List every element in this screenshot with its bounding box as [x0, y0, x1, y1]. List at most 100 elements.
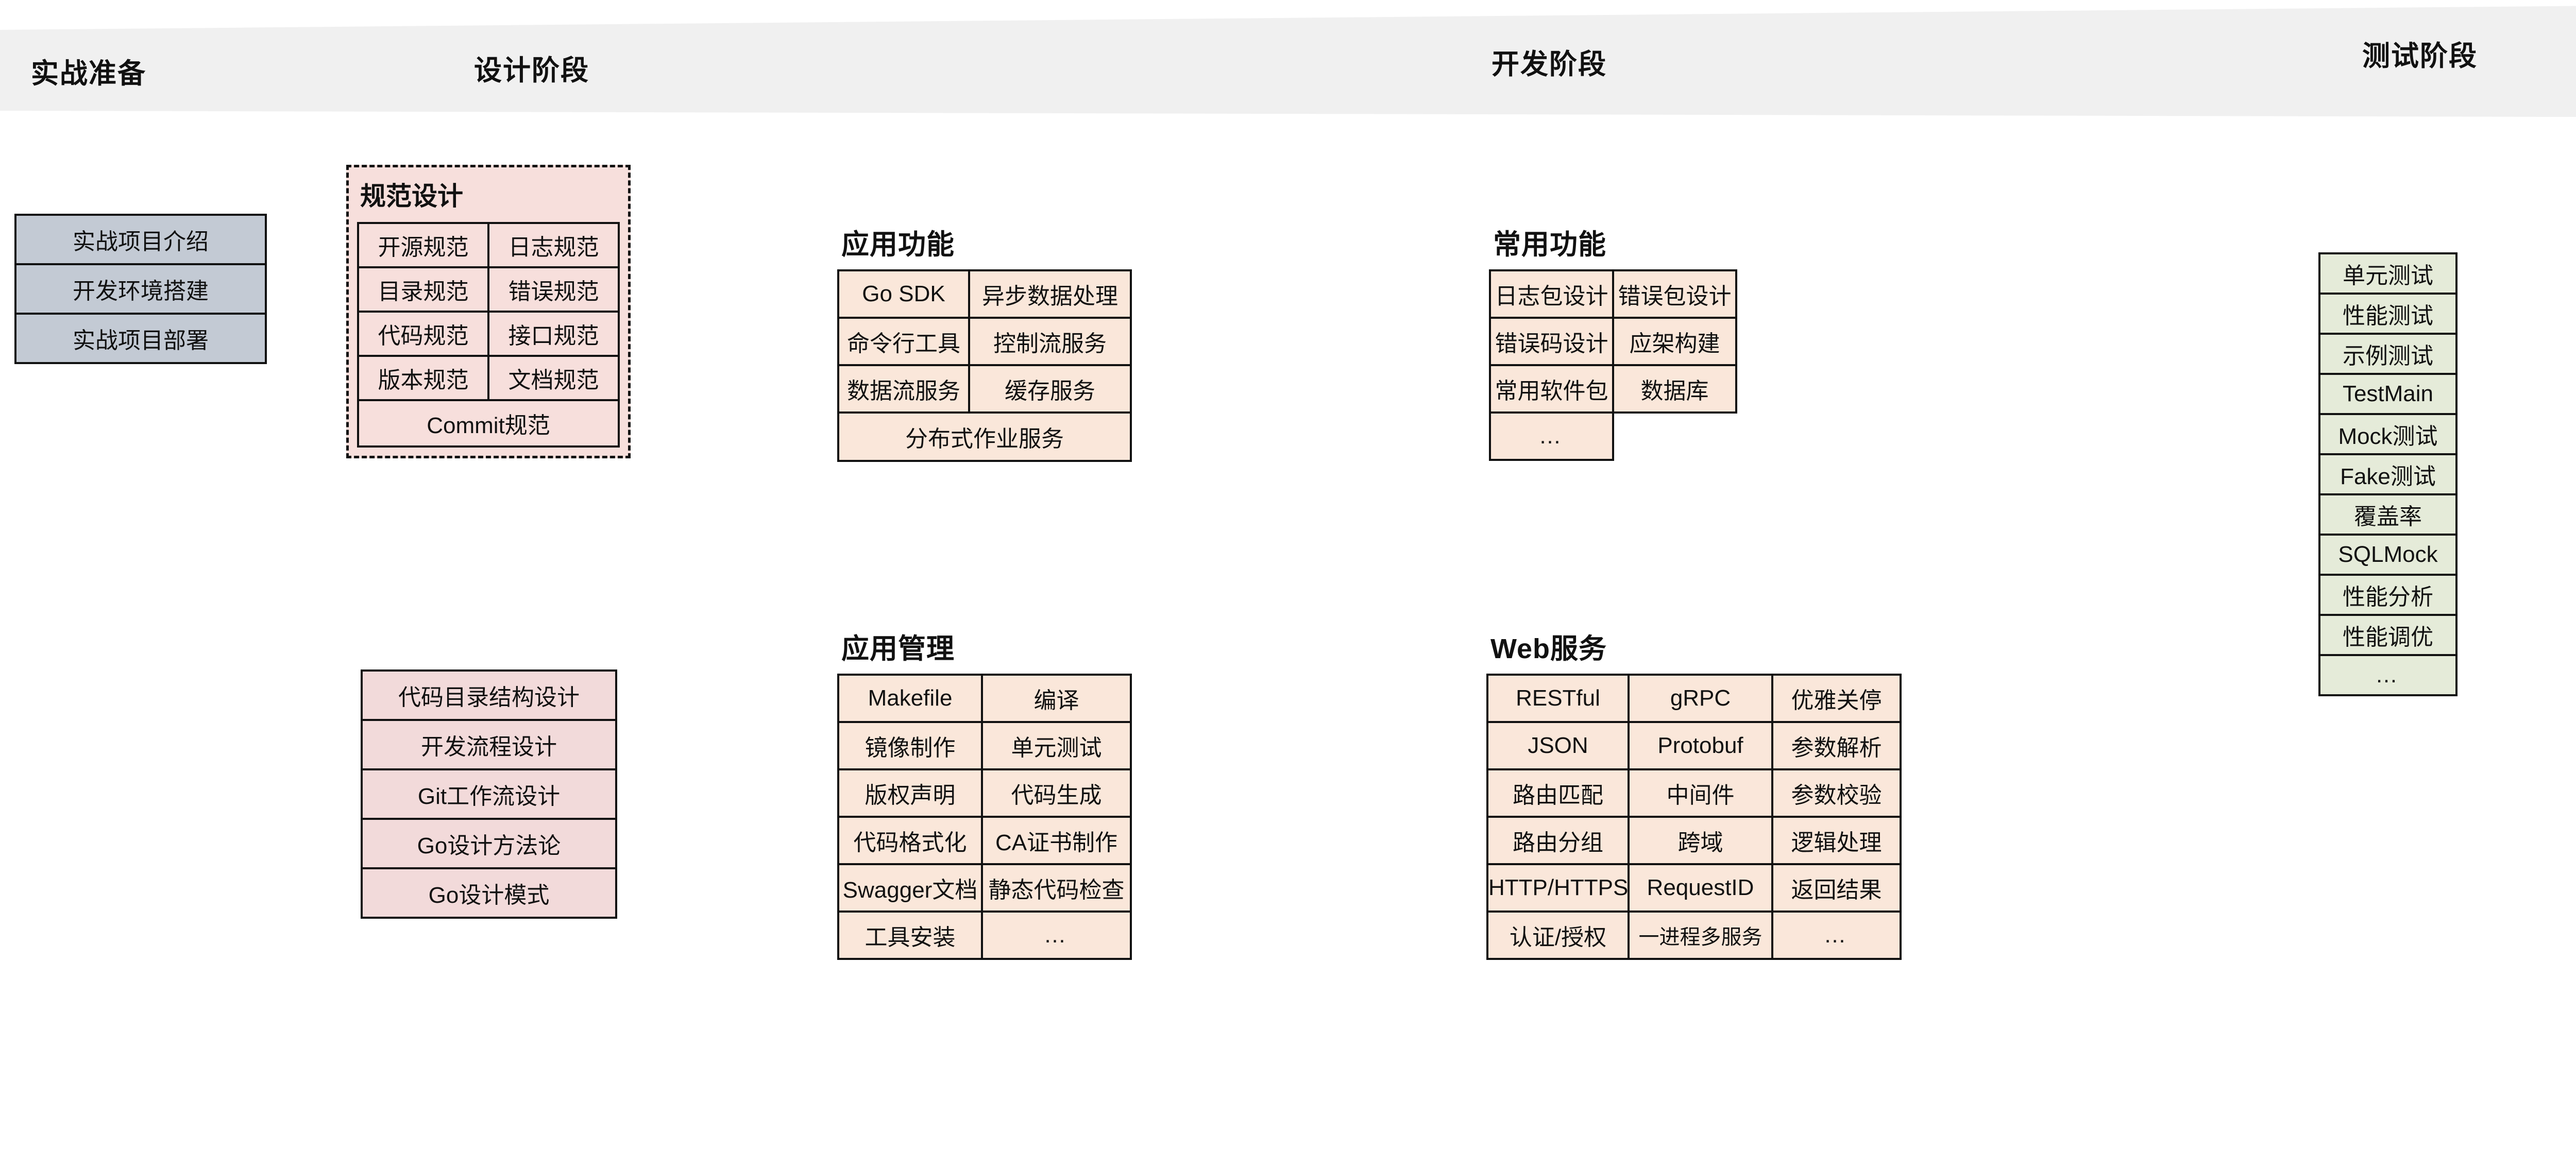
web-service-cell[interactable]: HTTP/HTTPS	[1486, 863, 1630, 913]
table-row[interactable]: 性能调优	[2318, 614, 2458, 656]
table-row[interactable]: 版权声明 代码生成	[837, 768, 1132, 818]
app-function-cell[interactable]: 数据流服务	[837, 364, 970, 414]
app-function-cell[interactable]: 控制流服务	[968, 317, 1132, 366]
web-service-cell[interactable]: 逻辑处理	[1771, 816, 1902, 865]
prep-item-0[interactable]: 实战项目介绍	[14, 214, 267, 265]
spec-cell-commit[interactable]: Commit规范	[357, 399, 620, 448]
web-service-cell[interactable]: 参数校验	[1771, 768, 1902, 818]
table-row[interactable]: Fake测试	[2318, 453, 2458, 495]
design-extra-item[interactable]: Git工作流设计	[361, 768, 617, 820]
test-phase-item[interactable]: TestMain	[2318, 373, 2458, 415]
table-row[interactable]: 路由分组 跨域 逻辑处理	[1486, 816, 1902, 865]
table-row[interactable]: SQLMock	[2318, 534, 2458, 576]
app-function-cell[interactable]: 命令行工具	[837, 317, 970, 366]
test-phase-item[interactable]: Fake测试	[2318, 453, 2458, 495]
common-function-cell[interactable]: 应架构建	[1612, 317, 1737, 366]
web-service-cell[interactable]: 路由匹配	[1486, 768, 1630, 818]
table-row[interactable]: 命令行工具 控制流服务	[837, 317, 1132, 366]
table-row[interactable]: 数据流服务 缓存服务	[837, 364, 1132, 414]
table-row[interactable]: 实战项目介绍	[14, 214, 267, 265]
common-function-cell[interactable]: 错误码设计	[1489, 317, 1614, 366]
test-phase-item[interactable]: 性能调优	[2318, 614, 2458, 656]
test-phase-item-ellipsis[interactable]: …	[2318, 654, 2458, 696]
table-row[interactable]: …	[1489, 411, 1736, 461]
app-manage-cell[interactable]: CA证书制作	[981, 816, 1132, 865]
table-row[interactable]: RESTful gRPC 优雅关停	[1486, 674, 1902, 723]
table-row[interactable]: JSON Protobuf 参数解析	[1486, 721, 1902, 770]
web-service-cell[interactable]: RESTful	[1486, 674, 1630, 723]
table-row[interactable]: 单元测试	[2318, 252, 2458, 295]
test-phase-item[interactable]: 性能分析	[2318, 574, 2458, 616]
design-extra-item[interactable]: 开发流程设计	[361, 719, 617, 770]
design-extra-item[interactable]: Go设计模式	[361, 867, 617, 919]
table-row[interactable]: 目录规范 错误规范	[357, 266, 620, 313]
web-service-cell[interactable]: 认证/授权	[1486, 911, 1630, 960]
web-service-cell[interactable]: 中间件	[1628, 768, 1773, 818]
app-manage-cell[interactable]: 代码生成	[981, 768, 1132, 818]
web-service-cell[interactable]: 跨域	[1628, 816, 1773, 865]
design-extra-item[interactable]: Go设计方法论	[361, 818, 617, 869]
table-row[interactable]: 覆盖率	[2318, 493, 2458, 536]
app-manage-cell[interactable]: 静态代码检查	[981, 863, 1132, 913]
table-row[interactable]: …	[2318, 654, 2458, 696]
app-manage-cell[interactable]: 代码格式化	[837, 816, 983, 865]
web-service-cell[interactable]: 一进程多服务	[1628, 911, 1773, 960]
app-function-cell[interactable]: Go SDK	[837, 269, 970, 319]
spec-cell[interactable]: 代码规范	[357, 311, 489, 357]
table-row[interactable]: 实战项目部署	[14, 313, 267, 364]
table-row[interactable]: Go SDK 异步数据处理	[837, 269, 1132, 319]
app-manage-cell[interactable]: 单元测试	[981, 721, 1132, 770]
table-row[interactable]: HTTP/HTTPS RequestID 返回结果	[1486, 863, 1902, 913]
spec-cell[interactable]: 接口规范	[487, 311, 620, 357]
table-row[interactable]: 分布式作业服务	[837, 411, 1132, 462]
web-service-cell[interactable]: 参数解析	[1771, 721, 1902, 770]
test-phase-item[interactable]: 性能测试	[2318, 293, 2458, 335]
common-function-cell[interactable]: 错误包设计	[1612, 269, 1737, 319]
app-manage-cell[interactable]: 版权声明	[837, 768, 983, 818]
app-manage-cell[interactable]: 镜像制作	[837, 721, 983, 770]
spec-cell[interactable]: 开源规范	[357, 222, 489, 268]
spec-cell[interactable]: 日志规范	[487, 222, 620, 268]
table-row[interactable]: Git工作流设计	[361, 768, 617, 820]
spec-cell[interactable]: 文档规范	[487, 355, 620, 401]
app-manage-cell[interactable]: Swagger文档	[837, 863, 983, 913]
table-row[interactable]: TestMain	[2318, 373, 2458, 415]
app-function-cell-full[interactable]: 分布式作业服务	[837, 411, 1132, 462]
test-phase-item[interactable]: 示例测试	[2318, 333, 2458, 375]
table-row[interactable]: 性能测试	[2318, 293, 2458, 335]
test-phase-item[interactable]: SQLMock	[2318, 534, 2458, 576]
prep-item-1[interactable]: 开发环境搭建	[14, 263, 267, 315]
web-service-cell[interactable]: gRPC	[1628, 674, 1773, 723]
table-row[interactable]: 版本规范 文档规范	[357, 355, 620, 401]
table-row[interactable]: Makefile 编译	[837, 674, 1132, 723]
table-row[interactable]: Mock测试	[2318, 413, 2458, 455]
table-row[interactable]: 性能分析	[2318, 574, 2458, 616]
table-row[interactable]: 错误码设计 应架构建	[1489, 317, 1737, 366]
table-row[interactable]: 日志包设计 错误包设计	[1489, 269, 1737, 319]
table-row[interactable]: 常用软件包 数据库	[1489, 364, 1737, 414]
web-service-cell[interactable]: JSON	[1486, 721, 1630, 770]
app-manage-cell[interactable]: Makefile	[837, 674, 983, 723]
common-function-cell[interactable]: 日志包设计	[1489, 269, 1614, 319]
web-service-cell-ellipsis[interactable]: …	[1771, 911, 1902, 960]
web-service-cell[interactable]: Protobuf	[1628, 721, 1773, 770]
app-function-cell[interactable]: 缓存服务	[968, 364, 1132, 414]
common-function-cell[interactable]: 常用软件包	[1489, 364, 1614, 414]
table-row[interactable]: 工具安装 …	[837, 911, 1132, 960]
table-row[interactable]: 镜像制作 单元测试	[837, 721, 1132, 770]
table-row[interactable]: 示例测试	[2318, 333, 2458, 375]
table-row[interactable]: 代码格式化 CA证书制作	[837, 816, 1132, 865]
app-function-cell[interactable]: 异步数据处理	[968, 269, 1132, 319]
app-manage-cell[interactable]: 工具安装	[837, 911, 983, 960]
test-phase-item[interactable]: 单元测试	[2318, 252, 2458, 295]
design-extra-item[interactable]: 代码目录结构设计	[361, 669, 617, 721]
table-row[interactable]: 开发流程设计	[361, 719, 617, 770]
common-function-cell[interactable]: 数据库	[1612, 364, 1737, 414]
web-service-cell[interactable]: 返回结果	[1771, 863, 1902, 913]
table-row[interactable]: 开发环境搭建	[14, 263, 267, 315]
table-row[interactable]: Go设计模式	[361, 867, 617, 919]
table-row[interactable]: Go设计方法论	[361, 818, 617, 869]
table-row[interactable]: 代码目录结构设计	[361, 669, 617, 721]
test-phase-item[interactable]: 覆盖率	[2318, 493, 2458, 536]
table-row[interactable]: Swagger文档 静态代码检查	[837, 863, 1132, 913]
